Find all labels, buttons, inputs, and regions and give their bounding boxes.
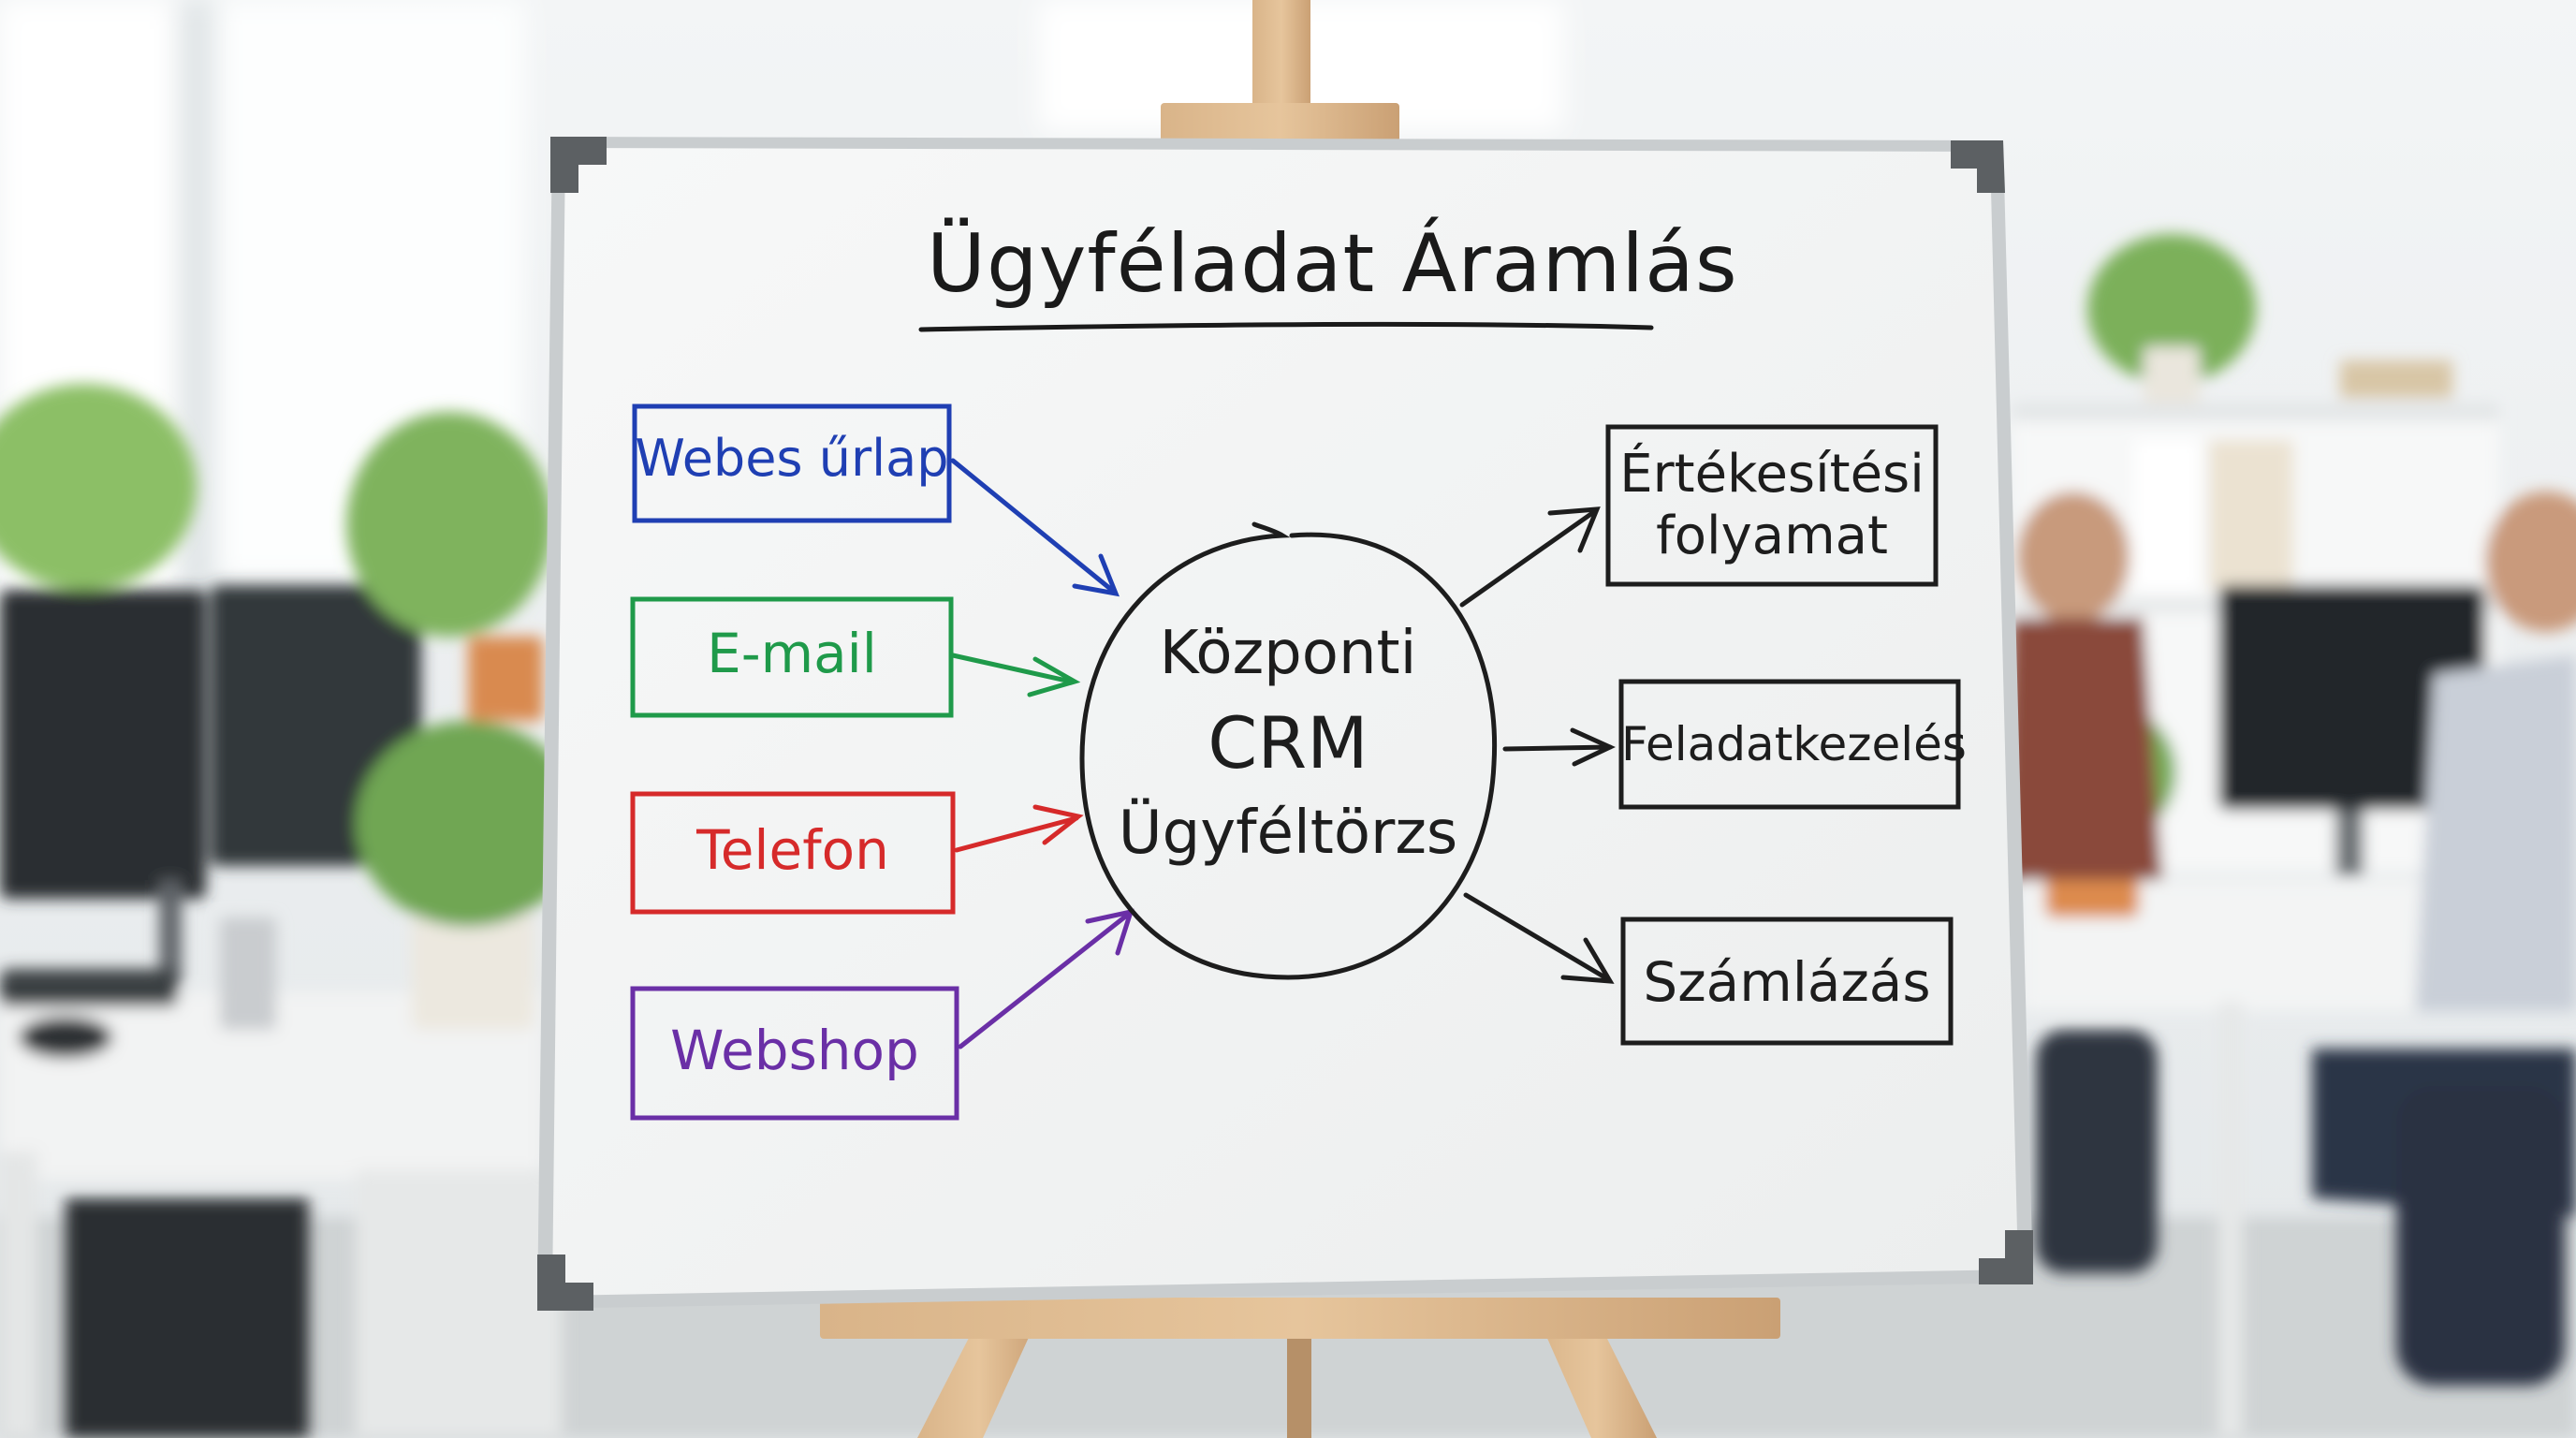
hub-line-3: Ügyféltörzs [1118,799,1458,868]
arrow-ertekesitesi [1459,506,1601,608]
arrow-email [950,653,1081,697]
hub-circle [1079,521,1498,980]
right-office-area [2003,234,2576,1438]
source-box-webes-urlap [632,404,952,523]
source-box-webshop [630,986,959,1121]
arrow-szamlazas [1463,892,1615,984]
left-desk-area [0,384,580,1438]
whiteboard [537,137,2033,1311]
arrow-webes-urlap [950,458,1120,597]
arrow-telefon [954,804,1084,853]
target-line-folyamat: folyamat [1656,506,1888,566]
source-box-email [630,596,954,718]
source-label-webes-urlap: Webes űrlap [635,429,949,488]
target-box-ertekesitesi [1605,424,1939,587]
hub-label: Központi CRM Ügyféltörzs [1091,609,1485,878]
target-label-szamlazas: Számlázás [1643,950,1931,1014]
target-line-ertekesitesi: Értékesítési [1619,444,1925,505]
target-box-feladatkezeles [1618,679,1961,810]
target-box-szamlazas [1620,917,1954,1046]
source-box-telefon [630,791,956,915]
source-label-telefon: Telefon [696,818,889,882]
hub-line-1: Központi [1159,619,1417,688]
target-label-ertekesitesi: Értékesítési folyamat [1608,444,1936,567]
source-label-email: E-mail [707,622,877,685]
arrow-feladatkezeles [1502,727,1616,767]
board-title: Ügyféladat Áramlás [927,217,1738,311]
source-label-webshop: Webshop [670,1019,919,1082]
easel [820,0,1780,1438]
hub-line-2: CRM [1208,701,1368,785]
title-underline [918,321,1654,332]
target-label-feladatkezeles: Feladatkezelés [1621,717,1967,771]
